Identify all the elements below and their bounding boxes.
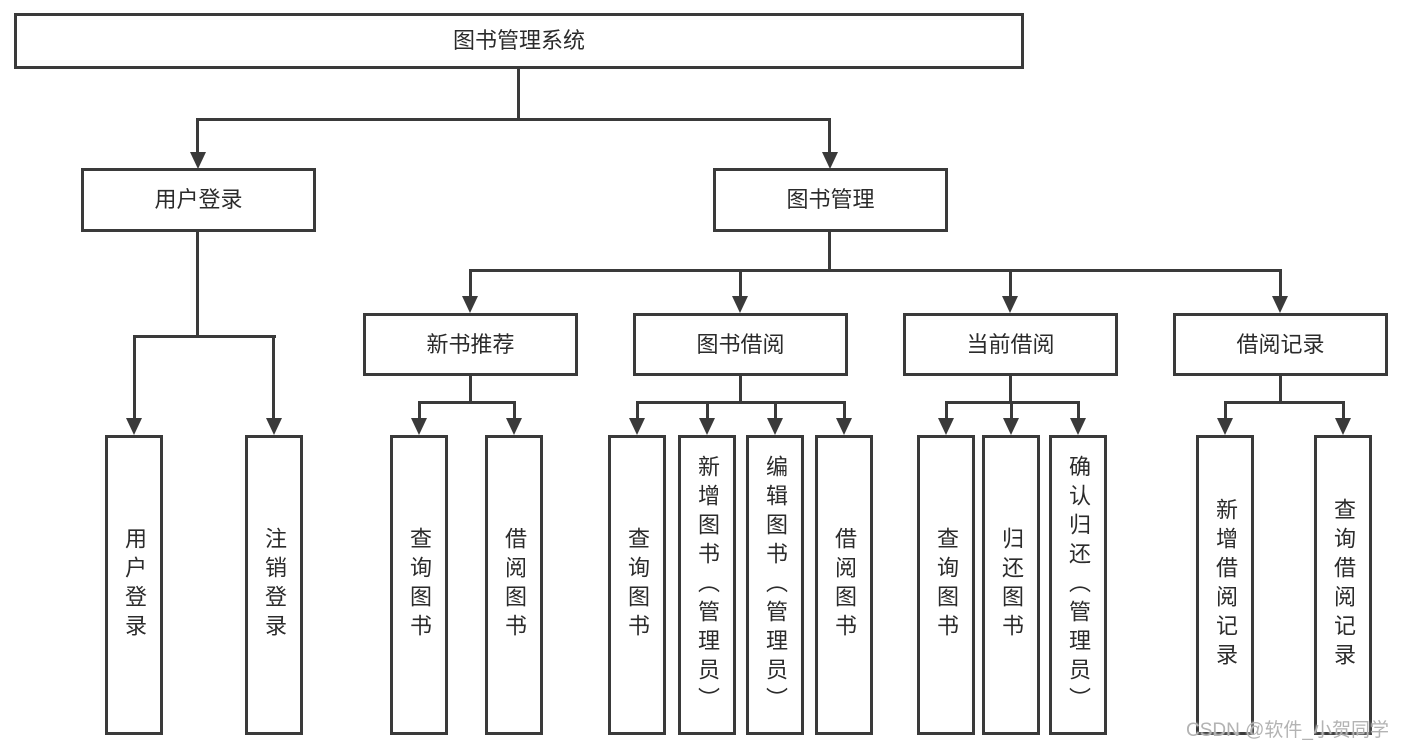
connector-line bbox=[1279, 269, 1282, 297]
connector-line bbox=[636, 401, 846, 404]
leaf-current-confirm-return-admin-label: 确认归还（管理员） bbox=[1066, 454, 1091, 716]
leaf-borrowing-edit-books-admin-label: 编辑图书（管理员） bbox=[763, 454, 788, 716]
connector-arrowhead bbox=[126, 418, 142, 435]
connector-arrowhead bbox=[732, 296, 748, 313]
connector-line bbox=[1342, 401, 1345, 420]
connector-arrowhead bbox=[1003, 418, 1019, 435]
leaf-borrowing-edit-books-admin: 编辑图书（管理员） bbox=[746, 435, 804, 735]
connector-line bbox=[828, 232, 831, 271]
connector-line bbox=[133, 335, 136, 420]
connector-arrowhead bbox=[411, 418, 427, 435]
node-borrowing-records-label: 借阅记录 bbox=[1236, 331, 1325, 357]
leaf-borrowing-borrow-books: 借阅图书 bbox=[815, 435, 873, 735]
connector-line bbox=[1279, 376, 1282, 403]
node-root: 图书管理系统 bbox=[14, 13, 1024, 69]
leaf-borrowing-add-books-admin: 新增图书（管理员） bbox=[678, 435, 736, 735]
connector-arrowhead bbox=[190, 152, 206, 169]
connector-line bbox=[418, 401, 421, 420]
connector-line bbox=[828, 118, 831, 154]
node-borrowing-records: 借阅记录 bbox=[1173, 313, 1388, 376]
leaf-newbook-borrow-books-label: 借阅图书 bbox=[502, 527, 527, 643]
node-new-book-recommendation-label: 新书推荐 bbox=[426, 331, 515, 357]
node-new-book-recommendation: 新书推荐 bbox=[363, 313, 578, 376]
node-root-label: 图书管理系统 bbox=[452, 28, 585, 53]
connector-line bbox=[739, 376, 742, 403]
connector-line bbox=[636, 401, 639, 420]
leaf-newbook-query-books: 查询图书 bbox=[390, 435, 448, 735]
node-book-management: 图书管理 bbox=[713, 168, 948, 232]
connector-line bbox=[1009, 376, 1012, 403]
connector-line bbox=[1010, 401, 1013, 420]
leaf-current-query-books: 查询图书 bbox=[917, 435, 975, 735]
leaf-newbook-query-books-label: 查询图书 bbox=[407, 527, 432, 643]
leaf-current-confirm-return-admin: 确认归还（管理员） bbox=[1049, 435, 1107, 735]
connector-line bbox=[1224, 401, 1345, 404]
connector-arrowhead bbox=[938, 418, 954, 435]
connector-line bbox=[1224, 401, 1227, 420]
node-current-borrowing-label: 当前借阅 bbox=[966, 331, 1055, 357]
leaf-logout: 注销登录 bbox=[245, 435, 303, 735]
connector-line bbox=[945, 401, 948, 420]
connector-arrowhead bbox=[462, 296, 478, 313]
connector-arrowhead bbox=[1217, 418, 1233, 435]
connector-line bbox=[418, 401, 516, 404]
node-current-borrowing: 当前借阅 bbox=[903, 313, 1118, 376]
node-book-management-label: 图书管理 bbox=[786, 187, 875, 212]
leaf-records-add-record-label: 新增借阅记录 bbox=[1213, 498, 1238, 672]
connector-arrowhead bbox=[506, 418, 522, 435]
node-book-borrowing-label: 图书借阅 bbox=[696, 331, 785, 357]
connector-arrowhead bbox=[836, 418, 852, 435]
connector-arrowhead bbox=[1335, 418, 1351, 435]
watermark: CSDN @软件_小贺同学 bbox=[1186, 720, 1389, 741]
connector-arrowhead bbox=[266, 418, 282, 435]
connector-line bbox=[1077, 401, 1080, 420]
leaf-records-add-record: 新增借阅记录 bbox=[1196, 435, 1254, 735]
node-user-login-label: 用户登录 bbox=[154, 187, 243, 212]
leaf-current-return-books-label: 归还图书 bbox=[999, 527, 1024, 643]
leaf-borrowing-query-books-label: 查询图书 bbox=[625, 527, 650, 643]
leaf-borrowing-borrow-books-label: 借阅图书 bbox=[832, 527, 857, 643]
leaf-current-query-books-label: 查询图书 bbox=[934, 527, 959, 643]
connector-line bbox=[197, 118, 831, 121]
connector-line bbox=[774, 401, 777, 420]
connector-line bbox=[513, 401, 516, 420]
leaf-newbook-borrow-books: 借阅图书 bbox=[485, 435, 543, 735]
connector-line bbox=[517, 69, 520, 120]
connector-line bbox=[133, 335, 276, 338]
connector-arrowhead bbox=[767, 418, 783, 435]
connector-arrowhead bbox=[629, 418, 645, 435]
leaf-logout-label: 注销登录 bbox=[262, 527, 287, 643]
connector-arrowhead bbox=[1002, 296, 1018, 313]
leaf-records-query-record-label: 查询借阅记录 bbox=[1331, 498, 1356, 672]
leaf-current-return-books: 归还图书 bbox=[982, 435, 1040, 735]
connector-arrowhead bbox=[1272, 296, 1288, 313]
leaf-records-query-record: 查询借阅记录 bbox=[1314, 435, 1372, 735]
connector-line bbox=[843, 401, 846, 420]
connector-arrowhead bbox=[1070, 418, 1086, 435]
connector-line bbox=[469, 269, 472, 297]
connector-arrowhead bbox=[822, 152, 838, 169]
node-user-login: 用户登录 bbox=[81, 168, 316, 232]
connector-line bbox=[196, 232, 199, 337]
connector-line bbox=[469, 269, 1282, 272]
connector-line bbox=[196, 118, 199, 154]
connector-line bbox=[739, 269, 742, 297]
connector-line bbox=[469, 376, 472, 403]
connector-line bbox=[272, 335, 275, 420]
connector-arrowhead bbox=[699, 418, 715, 435]
leaf-borrowing-add-books-admin-label: 新增图书（管理员） bbox=[695, 454, 720, 716]
connector-line bbox=[1009, 269, 1012, 297]
leaf-user-login-label: 用户登录 bbox=[122, 527, 147, 643]
connector-line bbox=[706, 401, 709, 420]
leaf-borrowing-query-books: 查询图书 bbox=[608, 435, 666, 735]
node-book-borrowing: 图书借阅 bbox=[633, 313, 848, 376]
leaf-user-login: 用户登录 bbox=[105, 435, 163, 735]
